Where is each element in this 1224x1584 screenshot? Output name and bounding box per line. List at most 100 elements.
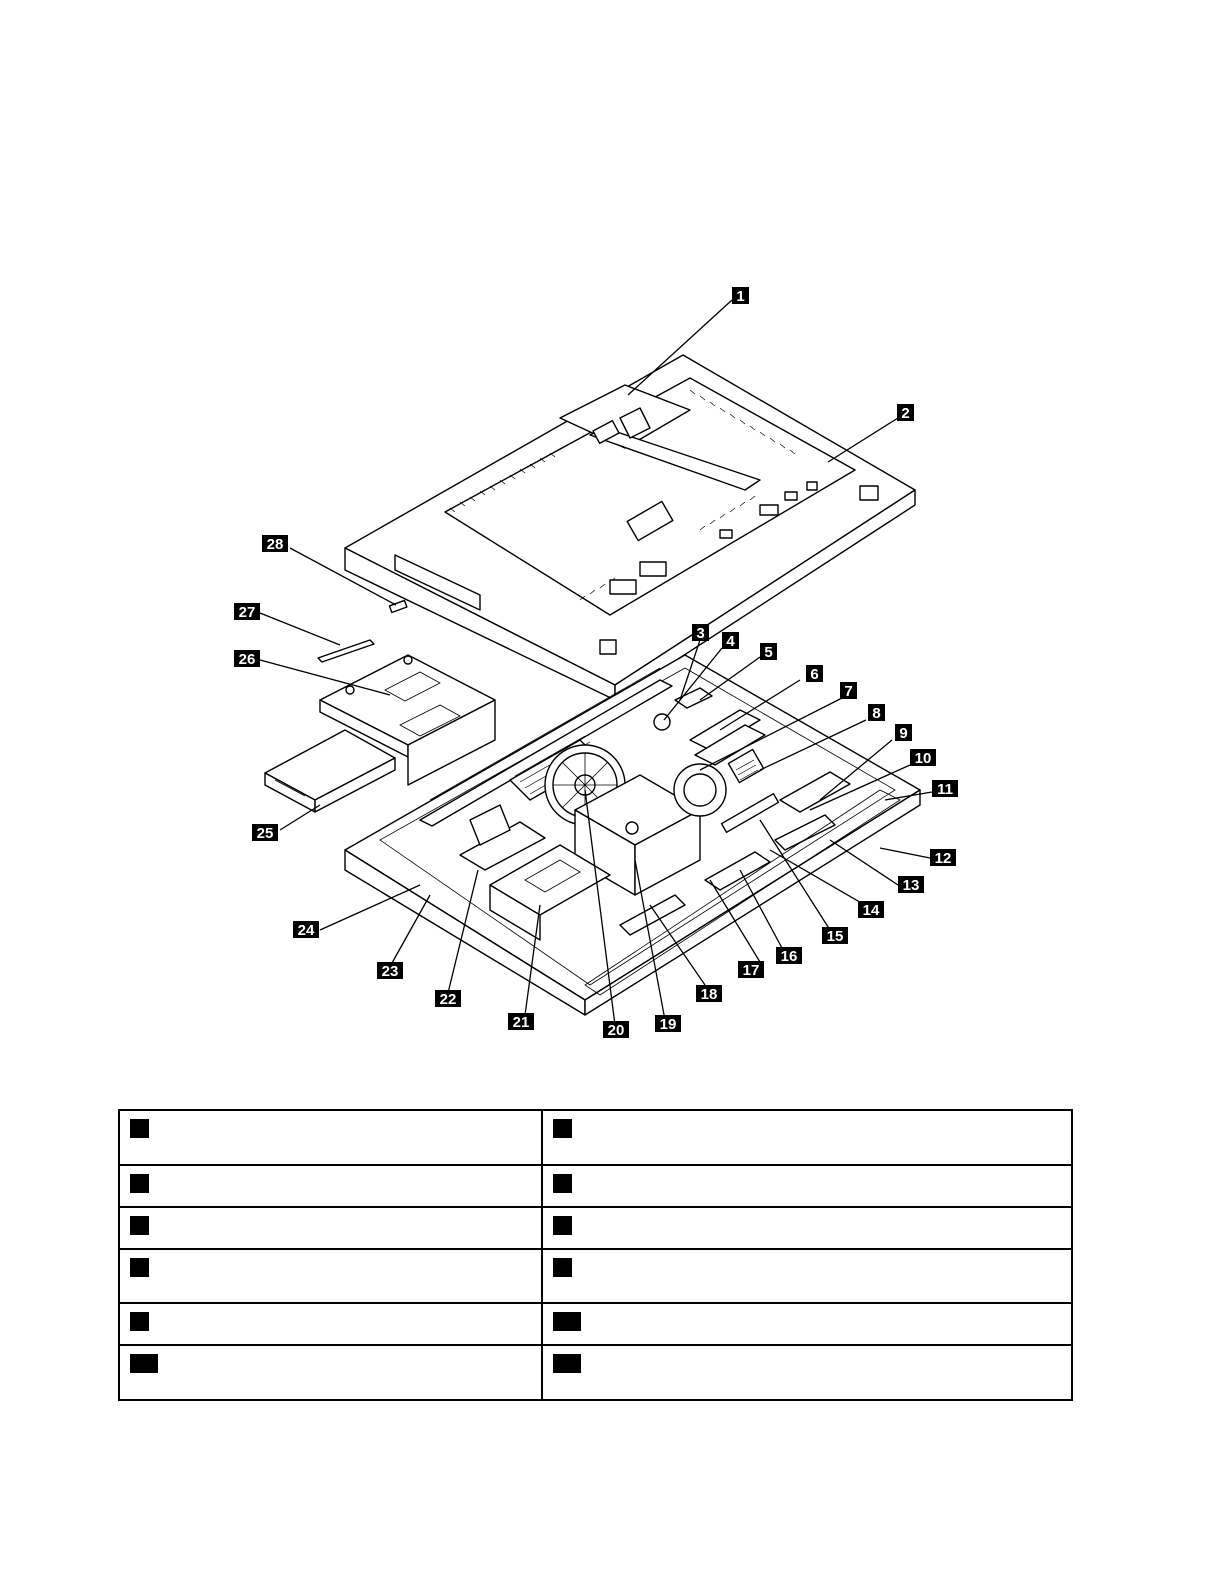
table-cell bbox=[541, 1302, 1073, 1346]
callout-4: 4 bbox=[722, 632, 739, 650]
table-row bbox=[118, 1248, 1073, 1304]
part-number-badge bbox=[130, 1174, 149, 1193]
heatsink-fan-assembly bbox=[509, 735, 626, 826]
table-row bbox=[118, 1109, 1073, 1166]
svg-text:9: 9 bbox=[899, 725, 907, 742]
callout-24: 24 bbox=[293, 921, 319, 939]
callout-27: 27 bbox=[234, 603, 260, 621]
table-row bbox=[118, 1302, 1073, 1346]
hard-drive bbox=[489, 844, 611, 941]
part-number-badge bbox=[553, 1354, 581, 1373]
callout-9: 9 bbox=[895, 724, 912, 742]
callout-19: 19 bbox=[655, 1015, 681, 1033]
part-number-badge bbox=[130, 1119, 149, 1138]
svg-text:2: 2 bbox=[901, 405, 909, 422]
callout-26: 26 bbox=[234, 650, 260, 668]
callout-5: 5 bbox=[760, 643, 777, 661]
svg-text:23: 23 bbox=[382, 963, 399, 980]
svg-text:17: 17 bbox=[743, 962, 760, 979]
callout-6: 6 bbox=[806, 665, 823, 683]
table-cell bbox=[118, 1344, 543, 1401]
callout-11: 11 bbox=[932, 780, 958, 798]
svg-text:7: 7 bbox=[844, 683, 852, 700]
callout-8: 8 bbox=[868, 704, 885, 722]
part-number-badge bbox=[130, 1354, 158, 1373]
callout-13: 13 bbox=[898, 876, 924, 894]
callout-22: 22 bbox=[435, 990, 461, 1008]
callout-23: 23 bbox=[377, 962, 403, 980]
callout-1: 1 bbox=[732, 287, 749, 305]
table-cell bbox=[118, 1164, 543, 1208]
table-cell bbox=[118, 1206, 543, 1250]
table-cell bbox=[118, 1109, 543, 1166]
memory-modules bbox=[689, 709, 766, 766]
svg-text:13: 13 bbox=[903, 877, 920, 894]
table-cell bbox=[541, 1164, 1073, 1208]
svg-text:24: 24 bbox=[298, 922, 315, 939]
svg-text:16: 16 bbox=[781, 948, 798, 965]
svg-text:22: 22 bbox=[440, 991, 457, 1008]
svg-text:11: 11 bbox=[937, 781, 953, 798]
rear-cover bbox=[344, 354, 916, 701]
speaker-and-ports bbox=[459, 792, 780, 871]
table-cell bbox=[541, 1248, 1073, 1304]
svg-text:1: 1 bbox=[736, 288, 744, 305]
table-row bbox=[118, 1164, 1073, 1208]
cpu-cooler bbox=[673, 748, 765, 817]
part-number-badge bbox=[553, 1258, 572, 1277]
optical-drive bbox=[264, 729, 396, 813]
part-number-badge bbox=[553, 1174, 572, 1193]
part-number-badge bbox=[130, 1312, 149, 1331]
svg-text:12: 12 bbox=[935, 850, 952, 867]
callout-labels: 1 2 3 4 5 6 7 8 9 10 11 12 13 14 15 16 1… bbox=[234, 287, 958, 1039]
bracket bbox=[319, 654, 496, 786]
callout-12: 12 bbox=[930, 849, 956, 867]
callout-16: 16 bbox=[776, 947, 802, 965]
table-cell bbox=[118, 1248, 543, 1304]
svg-text:6: 6 bbox=[810, 666, 818, 683]
part-number-badge bbox=[553, 1312, 581, 1331]
callout-18: 18 bbox=[696, 985, 722, 1003]
svg-text:15: 15 bbox=[827, 928, 844, 945]
svg-text:26: 26 bbox=[239, 651, 256, 668]
svg-text:21: 21 bbox=[513, 1014, 530, 1031]
callout-25: 25 bbox=[252, 824, 278, 842]
svg-text:20: 20 bbox=[608, 1022, 625, 1039]
callout-15: 15 bbox=[822, 927, 848, 945]
table-cell bbox=[541, 1109, 1073, 1166]
parts-table bbox=[118, 1109, 1073, 1401]
callout-7: 7 bbox=[840, 682, 857, 700]
table-row bbox=[118, 1344, 1073, 1401]
svg-text:28: 28 bbox=[267, 536, 284, 553]
table-cell bbox=[118, 1302, 543, 1346]
svg-text:8: 8 bbox=[872, 705, 880, 722]
svg-text:27: 27 bbox=[239, 604, 256, 621]
svg-text:4: 4 bbox=[726, 633, 735, 650]
svg-text:3: 3 bbox=[696, 625, 704, 642]
callout-21: 21 bbox=[508, 1013, 534, 1031]
callout-17: 17 bbox=[738, 961, 764, 979]
table-cell bbox=[541, 1206, 1073, 1250]
small-board bbox=[317, 599, 408, 663]
io-board bbox=[619, 771, 851, 936]
svg-text:14: 14 bbox=[863, 902, 880, 919]
callout-28: 28 bbox=[262, 535, 288, 553]
callout-2: 2 bbox=[897, 404, 914, 422]
callout-14: 14 bbox=[858, 901, 884, 919]
table-row bbox=[118, 1206, 1073, 1250]
table-cell bbox=[541, 1344, 1073, 1401]
svg-text:5: 5 bbox=[764, 644, 772, 661]
callout-10: 10 bbox=[910, 749, 936, 767]
part-number-badge bbox=[553, 1216, 572, 1235]
callout-3: 3 bbox=[692, 624, 709, 642]
svg-text:18: 18 bbox=[701, 986, 718, 1003]
part-number-badge bbox=[130, 1216, 149, 1235]
leader-lines bbox=[259, 299, 933, 1026]
part-number-badge bbox=[130, 1258, 149, 1277]
svg-text:10: 10 bbox=[915, 750, 932, 767]
part-number-badge bbox=[553, 1119, 572, 1138]
svg-text:19: 19 bbox=[660, 1016, 677, 1033]
svg-text:25: 25 bbox=[257, 825, 274, 842]
callout-20: 20 bbox=[603, 1021, 629, 1039]
